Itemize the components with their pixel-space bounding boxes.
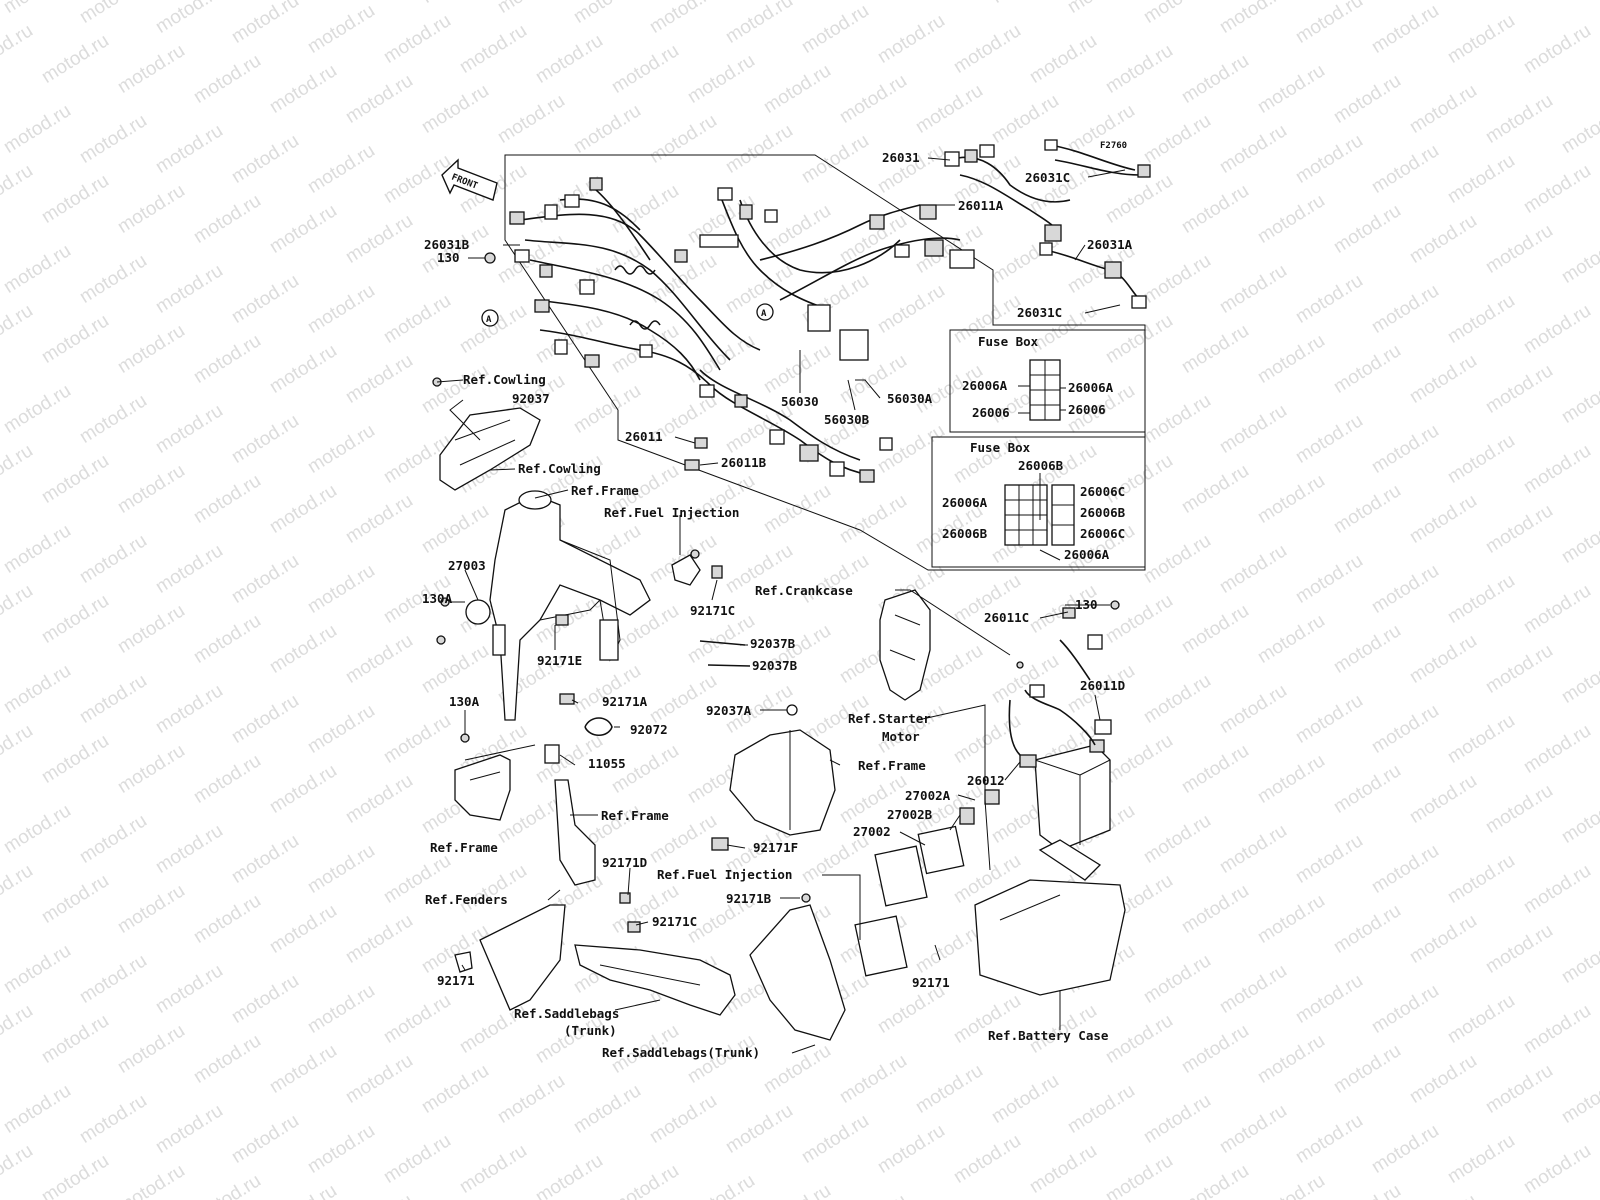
clamps xyxy=(460,693,613,764)
part-label: 92171F xyxy=(753,840,798,855)
part-label: 56030A xyxy=(887,391,933,406)
part-label: 26031C xyxy=(1025,170,1070,185)
part-label: 26031C xyxy=(1017,305,1062,320)
part-label: 130A xyxy=(422,591,453,606)
fuse-box-1-left-label: 26006A xyxy=(962,378,1008,393)
part-label: 92171D xyxy=(602,855,647,870)
part-label: 27003 xyxy=(448,558,486,573)
frame-bracket-lower xyxy=(454,744,536,821)
ref-label: Ref.Fenders xyxy=(425,892,508,907)
fuse-box-2-right-label: 26006C xyxy=(1080,484,1125,499)
part-label: 26031B xyxy=(424,237,470,252)
leader-lines xyxy=(436,157,1126,1054)
part-label: 26031A xyxy=(1087,237,1133,252)
part-label: 92037B xyxy=(752,658,798,673)
fuse-box-1-title: Fuse Box xyxy=(978,334,1039,349)
ref-label: Ref.Saddlebags xyxy=(514,1006,619,1021)
part-label: 26031 xyxy=(882,150,920,165)
fuse-box-2-right-label: 26006C xyxy=(1080,526,1125,541)
fuse-box-2-left-label: 26006A xyxy=(942,495,988,510)
connector-26011a xyxy=(919,204,937,220)
fuse-box-2-right-label: 26006B xyxy=(1080,505,1126,520)
ref-label: Ref.Saddlebags(Trunk) xyxy=(602,1045,760,1060)
ref-label: (Trunk) xyxy=(564,1023,617,1038)
ref-label: Ref.Battery Case xyxy=(988,1028,1109,1043)
battery-cables xyxy=(1008,600,1120,756)
frame-head xyxy=(436,490,651,721)
bands-92037b xyxy=(699,640,751,667)
part-label: 92037B xyxy=(750,636,796,651)
saddlebag-bracket xyxy=(574,944,736,1016)
part-label: 92037A xyxy=(706,703,752,718)
part-label: 130A xyxy=(449,694,480,709)
part-label: 26011D xyxy=(1080,678,1125,693)
part-label: 26011B xyxy=(721,455,767,470)
callout-labels: 26031 26011A 26031C 26031A 26031C 26031B… xyxy=(422,150,1133,1060)
main-harness: A xyxy=(509,177,975,483)
fuse-box-2-bottom-label: 26006A xyxy=(1064,547,1110,562)
part-label: 130 xyxy=(437,250,460,265)
marker-a-center xyxy=(756,303,774,321)
ref-label: Motor xyxy=(882,729,920,744)
marker-a-center-label: A xyxy=(761,309,767,319)
cowling-bracket xyxy=(432,377,541,491)
fuse-box-2-left-label: 26006B xyxy=(942,526,988,541)
battery-case xyxy=(974,839,1126,996)
ref-label: Ref.Frame xyxy=(601,808,669,823)
part-label: 27002B xyxy=(887,807,933,822)
ref-label: Ref.Cowling xyxy=(463,372,546,387)
ref-label: Ref.Frame xyxy=(430,840,498,855)
bolt-130 xyxy=(484,252,496,264)
part-label: 26012 xyxy=(967,773,1005,788)
ref-label: Ref.Starter xyxy=(848,711,931,726)
part-label: 26011A xyxy=(958,198,1004,213)
frame-bottom-plate xyxy=(711,704,836,851)
fuse-box-1-right-label: 26006A xyxy=(1068,380,1114,395)
fuse-box-1-left-label: 26006 xyxy=(972,405,1010,420)
part-label: 92037 xyxy=(512,391,550,406)
part-label: 92171C xyxy=(652,914,697,929)
part-label: 92171 xyxy=(437,973,475,988)
part-label: 92171B xyxy=(726,891,772,906)
part-label: 56030B xyxy=(824,412,870,427)
part-label: 27002A xyxy=(905,788,951,803)
fuse-box-1-right-label: 26006 xyxy=(1068,402,1106,417)
ref-label: Ref.Fuel Injection xyxy=(604,505,739,520)
part-label: 92171C xyxy=(690,603,735,618)
part-label: 26011 xyxy=(625,429,663,444)
part-label: 56030 xyxy=(781,394,819,409)
fuel-injection-bracket xyxy=(671,549,723,586)
fender-panel xyxy=(454,904,566,1011)
ref-label: Ref.Cowling xyxy=(518,461,601,476)
crankcase-cover xyxy=(879,589,931,701)
frame-side-rail xyxy=(554,779,641,933)
fuse-box-2: Fuse Box 26006B 26006A 26006B 26006C 260… xyxy=(931,436,1146,568)
part-label: 92072 xyxy=(630,722,668,737)
fuse-box-2-title: Fuse Box xyxy=(970,440,1031,455)
front-arrow: FRONT xyxy=(441,158,498,201)
battery xyxy=(1019,739,1111,851)
marker-a-left xyxy=(481,309,499,327)
ref-label: Ref.Fuel Injection xyxy=(657,867,792,882)
part-label: 26011C xyxy=(984,610,1029,625)
saddlebag-panel xyxy=(749,893,846,1041)
marker-a-left-label: A xyxy=(486,315,492,325)
ref-label: Ref.Crankcase xyxy=(755,583,853,598)
part-label: 27002 xyxy=(853,824,891,839)
sub-harness-26031 xyxy=(944,139,1151,309)
part-label: 130 xyxy=(1075,597,1098,612)
fuse-box-2-top-label: 26006B xyxy=(1018,458,1064,473)
figure-code: F2760 xyxy=(1100,141,1127,151)
part-label: 92171E xyxy=(537,653,582,668)
ref-label: Ref.Frame xyxy=(858,758,926,773)
ref-label: Ref.Frame xyxy=(571,483,639,498)
part-label: 92171 xyxy=(912,975,950,990)
fuse-box-1: Fuse Box 26006A 26006 26006A 26006 xyxy=(949,329,1146,433)
part-label: 11055 xyxy=(588,756,626,771)
ecu-units xyxy=(854,789,1000,977)
part-label: 92171A xyxy=(602,694,648,709)
